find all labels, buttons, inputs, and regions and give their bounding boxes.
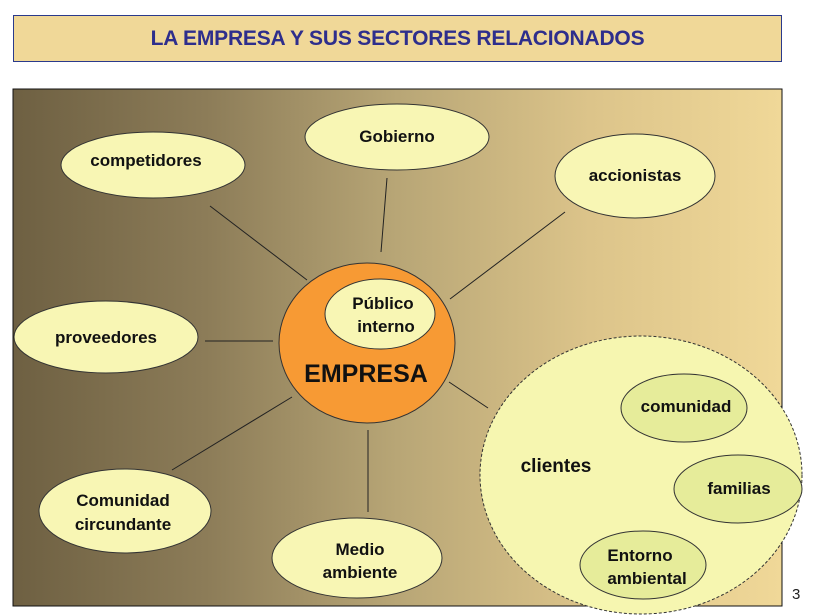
connector-lines bbox=[171, 177, 566, 512]
node-comunidad: comunidad bbox=[620, 373, 748, 443]
node-label: accionistas bbox=[589, 166, 682, 185]
node-label: comunidad bbox=[641, 397, 732, 416]
line-clientes bbox=[448, 381, 489, 409]
title-banner: LA EMPRESA Y SUS SECTORES RELACIONADOS bbox=[13, 15, 782, 62]
publico-interno-label: interno bbox=[357, 317, 415, 336]
publico-interno-node bbox=[324, 278, 436, 350]
node-entorno-ambiental: Entorno ambiental bbox=[579, 530, 707, 600]
slide-title: LA EMPRESA Y SUS SECTORES RELACIONADOS bbox=[150, 26, 645, 50]
node-medio-ambiente: Medio ambiente bbox=[271, 517, 443, 599]
center-empresa: Público interno EMPRESA bbox=[278, 262, 456, 424]
clientes-label: clientes bbox=[521, 456, 592, 477]
node-accionistas: accionistas bbox=[554, 133, 716, 219]
node-familias: familias bbox=[673, 454, 803, 524]
line-accionistas bbox=[449, 211, 566, 300]
node-gobierno: Gobierno bbox=[304, 103, 490, 171]
node-competidores: competidores bbox=[60, 131, 246, 199]
node-label: competidores bbox=[90, 151, 201, 170]
node-label: familias bbox=[707, 479, 770, 498]
node-comunidad-circundante: Comunidad circundante bbox=[38, 468, 212, 554]
page-number: 3 bbox=[792, 586, 801, 603]
node-label: proveedores bbox=[55, 328, 157, 347]
clientes-group: clientes comunidad familias Entorno ambi… bbox=[479, 335, 803, 615]
empresa-label: EMPRESA bbox=[304, 360, 428, 388]
line-comunidad-circundante bbox=[171, 396, 293, 471]
node-proveedores: proveedores bbox=[13, 300, 199, 374]
line-competidores bbox=[209, 205, 308, 281]
publico-interno-label: Público bbox=[352, 294, 413, 313]
line-gobierno bbox=[380, 177, 388, 253]
node-label: ambiental bbox=[607, 569, 686, 588]
node-label: Comunidad bbox=[76, 491, 170, 510]
node-label: Gobierno bbox=[359, 127, 435, 146]
node-label: ambiente bbox=[323, 563, 398, 582]
node-label: Entorno bbox=[607, 546, 672, 565]
node-label: Medio bbox=[335, 540, 384, 559]
node-label: circundante bbox=[75, 515, 171, 534]
